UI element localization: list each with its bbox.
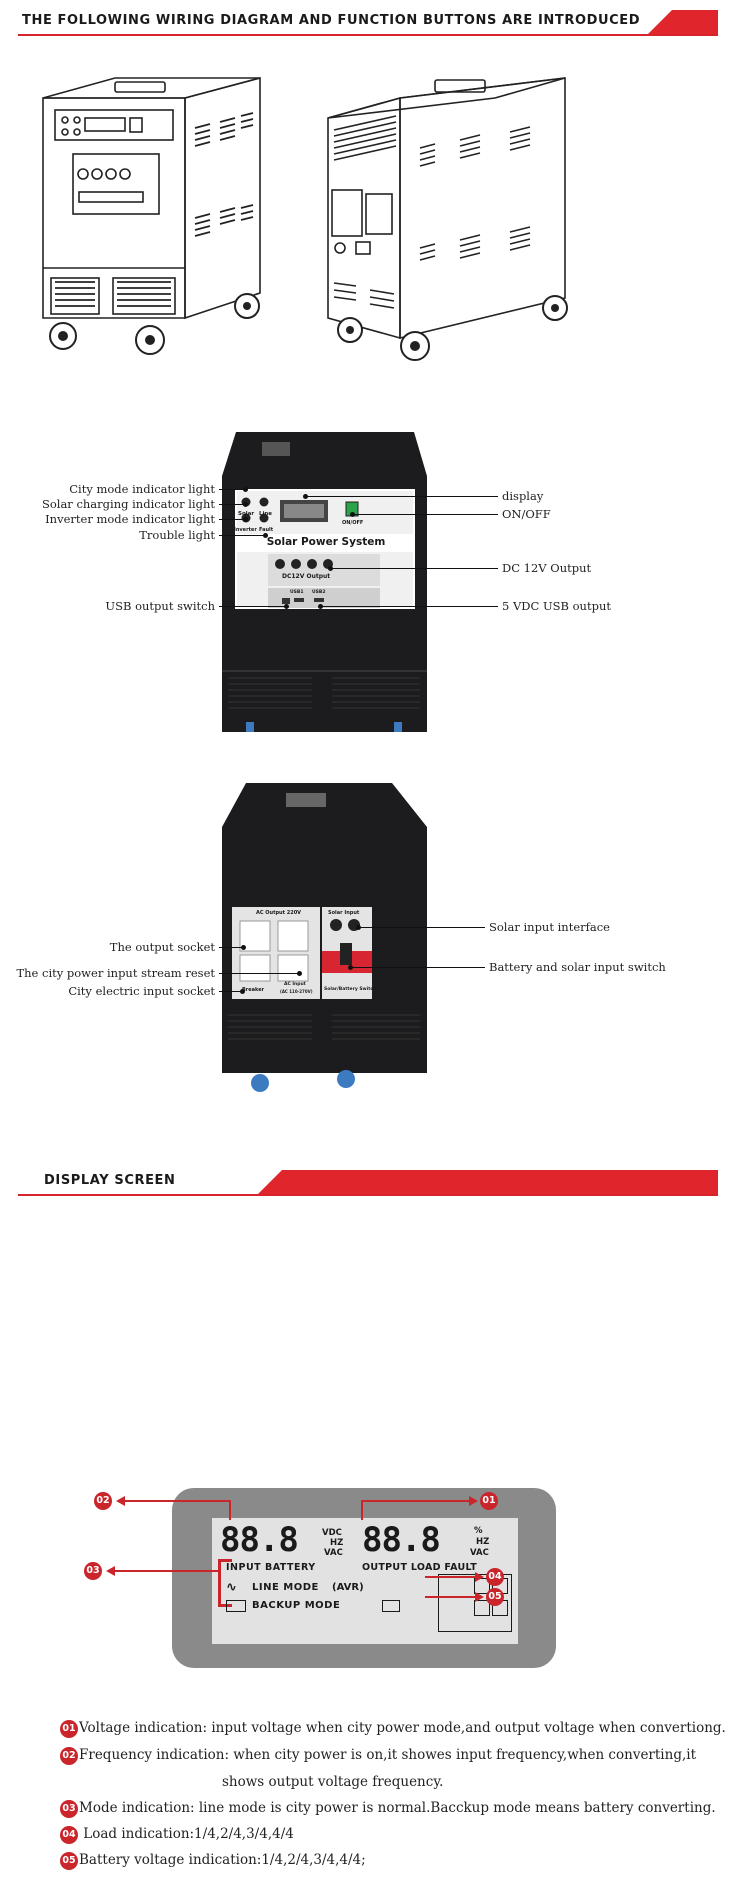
panel-title: Solar Power System — [266, 536, 386, 548]
label-display: display — [502, 489, 544, 503]
indicator-inverter-label: Inverter — [234, 527, 257, 533]
lcd-line-mode: LINE MODE — [252, 1582, 319, 1593]
description-02-continued: shows output voltage frequency. — [222, 1774, 444, 1790]
lcd-unit-hz: HZ — [330, 1538, 344, 1548]
lcd-battery-level-icon — [382, 1600, 400, 1612]
badge-01: 01 — [480, 1492, 498, 1510]
label-input-reset: The city power input stream reset — [16, 966, 215, 980]
ac-input-range: (AC 110-270V) — [280, 989, 313, 994]
lcd-digits-left: 88.8 — [220, 1520, 299, 1560]
label-solar-charging: Solar charging indicator light — [41, 497, 215, 511]
label-output-socket: The output socket — [109, 940, 215, 954]
lcd-unit-hz-right: HZ — [476, 1537, 490, 1547]
label-on-off: ON/OFF — [502, 507, 551, 521]
front-panel-photo: Solar Line Inverter Fault ON/OFF Solar P… — [222, 432, 427, 732]
lcd-sine-icon: ∿ — [226, 1580, 237, 1595]
lcd-frame: 88.8 VDC HZ VAC 88.8 % HZ VAC INPUT BATT… — [172, 1488, 556, 1668]
section-header-display: DISPLAY SCREEN — [18, 1170, 718, 1196]
section-title-wiring: THE FOLLOWING WIRING DIAGRAM AND FUNCTIO… — [22, 13, 641, 28]
ac-output-caption: AC Output 220V — [256, 910, 302, 916]
lcd-unit-vdc: VDC — [322, 1528, 342, 1538]
dc-output-caption: DC12V Output — [282, 573, 331, 580]
section-title-display: DISPLAY SCREEN — [44, 1173, 176, 1188]
lcd-unit-vac-right: VAC — [470, 1548, 489, 1558]
label-dc-output: DC 12V Output — [502, 561, 592, 575]
label-city-mode: City mode indicator light — [69, 482, 215, 496]
usb2-caption: USB2 — [312, 590, 326, 595]
badge-02: 02 — [94, 1492, 112, 1510]
rear-panel-photo: AC Output 220V Solar Input Breaker AC In… — [222, 783, 427, 1093]
label-battery-switch: Battery and solar input switch — [489, 960, 666, 974]
label-inverter-mode: Inverter mode indicator light — [45, 512, 215, 526]
label-input-socket: City electric input socket — [68, 984, 215, 998]
badge-03: 03 — [84, 1562, 102, 1580]
lcd-digits-right: 88.8 — [362, 1520, 441, 1560]
section-header-wiring: THE FOLLOWING WIRING DIAGRAM AND FUNCTIO… — [18, 10, 718, 36]
badge-04: 04 — [486, 1568, 504, 1586]
lcd-unit-vac: VAC — [324, 1548, 343, 1558]
lcd-avr: (AVR) — [332, 1582, 364, 1593]
unit-front-drawing — [42, 76, 261, 355]
indicator-fault-label: Fault — [259, 527, 274, 533]
lcd-backup-mode: BACKUP MODE — [252, 1600, 341, 1611]
breaker-caption: Breaker — [242, 987, 265, 993]
indicator-solar-label: Solar — [238, 511, 255, 517]
label-solar-input: Solar input interface — [489, 920, 610, 934]
badge-05: 05 — [486, 1588, 504, 1606]
indicator-line-label: Line — [259, 511, 273, 517]
switch-caption-rear: Solar/Battery Switch — [324, 987, 377, 992]
lcd-battery-icon — [226, 1600, 246, 1612]
description-04: 04 Load indication:1/4,2/4,3/4,4/4 — [60, 1826, 294, 1844]
label-usb-switch: USB output switch — [105, 599, 215, 613]
lcd-output-load-fault: OUTPUT LOAD FAULT — [362, 1562, 478, 1573]
label-usb-output: 5 VDC USB output — [502, 599, 611, 613]
ac-input-caption: AC Input — [284, 982, 306, 987]
switch-caption: ON/OFF — [342, 520, 364, 526]
lcd-screen: 88.8 VDC HZ VAC 88.8 % HZ VAC INPUT BATT… — [212, 1518, 518, 1644]
solar-input-caption: Solar Input — [328, 910, 360, 916]
lcd-input-battery: INPUT BATTERY — [226, 1562, 316, 1573]
usb1-caption: USB1 — [290, 590, 304, 595]
lcd-unit-percent: % — [474, 1526, 483, 1536]
label-trouble-light: Trouble light — [139, 528, 215, 542]
unit-rear-drawing — [327, 77, 568, 361]
